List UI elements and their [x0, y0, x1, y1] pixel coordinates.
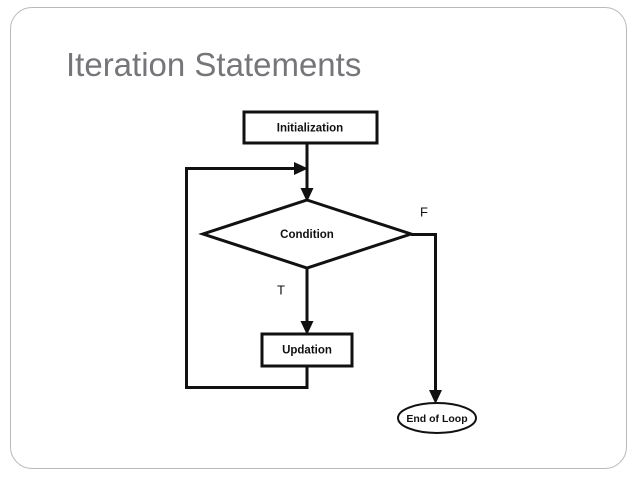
branch-label-false: F	[420, 204, 428, 219]
node-condition[interactable]: Condition	[198, 198, 416, 270]
initialization-label: Initialization	[277, 123, 343, 135]
arrowhead-icon	[300, 188, 314, 202]
arrowhead-icon	[300, 321, 314, 335]
initialization-box-shape	[242, 110, 379, 145]
connector-loop-back	[185, 162, 309, 389]
condition-diamond-shape	[198, 198, 416, 270]
updation-box-shape	[260, 332, 354, 368]
arrowhead-icon	[294, 162, 308, 175]
node-initialization[interactable]: Initialization	[242, 110, 379, 145]
condition-label: Condition	[280, 229, 334, 241]
end-of-loop-label: End of Loop	[406, 413, 467, 425]
slide-frame-border	[10, 7, 627, 469]
page-title: Iteration Statements	[66, 46, 362, 83]
arrowhead-icon	[429, 390, 442, 404]
updation-label: Updation	[282, 345, 332, 357]
connector-init-to-condition	[300, 143, 314, 202]
connector-condition-to-updation	[300, 268, 314, 335]
branch-label-true: T	[277, 282, 285, 297]
connector-condition-to-end	[411, 233, 442, 404]
node-updation[interactable]: Updation	[260, 332, 354, 368]
end-of-loop-oval-shape	[397, 402, 477, 434]
node-end-of-loop[interactable]: End of Loop	[397, 402, 477, 434]
